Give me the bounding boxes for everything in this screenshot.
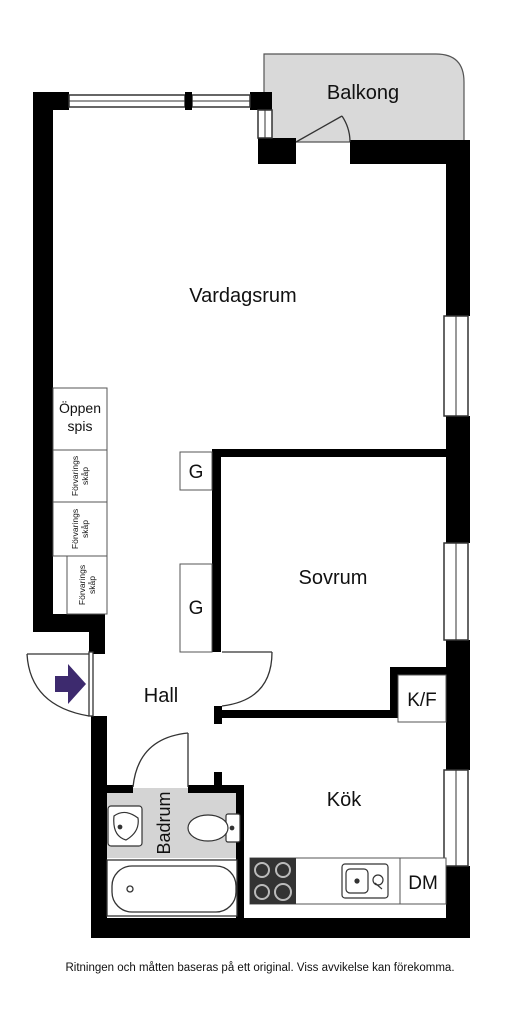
fireplace-label-line2: spis — [68, 418, 93, 434]
fridge-freezer: K/F — [397, 674, 447, 723]
bathroom-door — [132, 732, 189, 788]
bathroom-label: Badrum — [154, 791, 174, 854]
hall-label: Hall — [144, 685, 178, 707]
doors — [26, 115, 351, 788]
storage-1-label-line2: skåp — [80, 467, 90, 485]
wardrobe-2: G — [179, 563, 213, 653]
bathroom: Badrum — [106, 791, 241, 917]
floor-plan: Balkong — [26, 53, 470, 938]
bedroom-door — [221, 651, 273, 707]
bathtub-icon — [106, 859, 238, 917]
storage-3-label-line2: skåp — [87, 576, 97, 594]
windows — [68, 92, 469, 867]
living-room-label: Vardagsrum — [189, 285, 296, 307]
storage-3-label-line1: Förvarings — [77, 565, 87, 605]
balcony-door — [295, 115, 351, 143]
dishwasher: DM — [399, 857, 447, 905]
storage-2-label-line1: Förvarings — [70, 509, 80, 549]
wardrobe-2-label: G — [189, 598, 204, 619]
washbasin-icon — [107, 805, 143, 847]
storage-cabinet-3: Förvarings skåp — [66, 555, 108, 615]
balcony-floor — [263, 53, 465, 143]
stove-icon — [250, 858, 296, 904]
storage-2-label-line2: skåp — [80, 520, 90, 538]
walls — [33, 92, 470, 938]
wardrobe-1-label: G — [189, 462, 204, 483]
kitchen-counter: DM — [249, 857, 447, 905]
storage-cabinet-1: Förvarings skåp — [52, 449, 108, 503]
fireplace: Öppen spis — [52, 387, 108, 451]
storage-cabinet-2: Förvarings skåp — [52, 501, 108, 557]
bedroom-label: Sovrum — [299, 567, 368, 589]
entrance-arrow-icon — [55, 664, 86, 704]
fireplace-label-line1: Öppen — [59, 399, 101, 416]
dishwasher-label: DM — [408, 873, 438, 894]
entrance-door — [26, 651, 94, 717]
wardrobe-1: G — [179, 451, 213, 491]
disclaimer-text: Ritningen och måtten baseras på ett orig… — [65, 962, 455, 974]
toilet-icon — [187, 813, 241, 843]
sink-icon — [341, 863, 389, 899]
balcony: Balkong — [263, 53, 465, 143]
storage-1-label-line1: Förvarings — [70, 456, 80, 496]
fridge-freezer-label: K/F — [407, 690, 437, 711]
balcony-label: Balkong — [327, 82, 399, 104]
kitchen-label: Kök — [327, 789, 362, 811]
